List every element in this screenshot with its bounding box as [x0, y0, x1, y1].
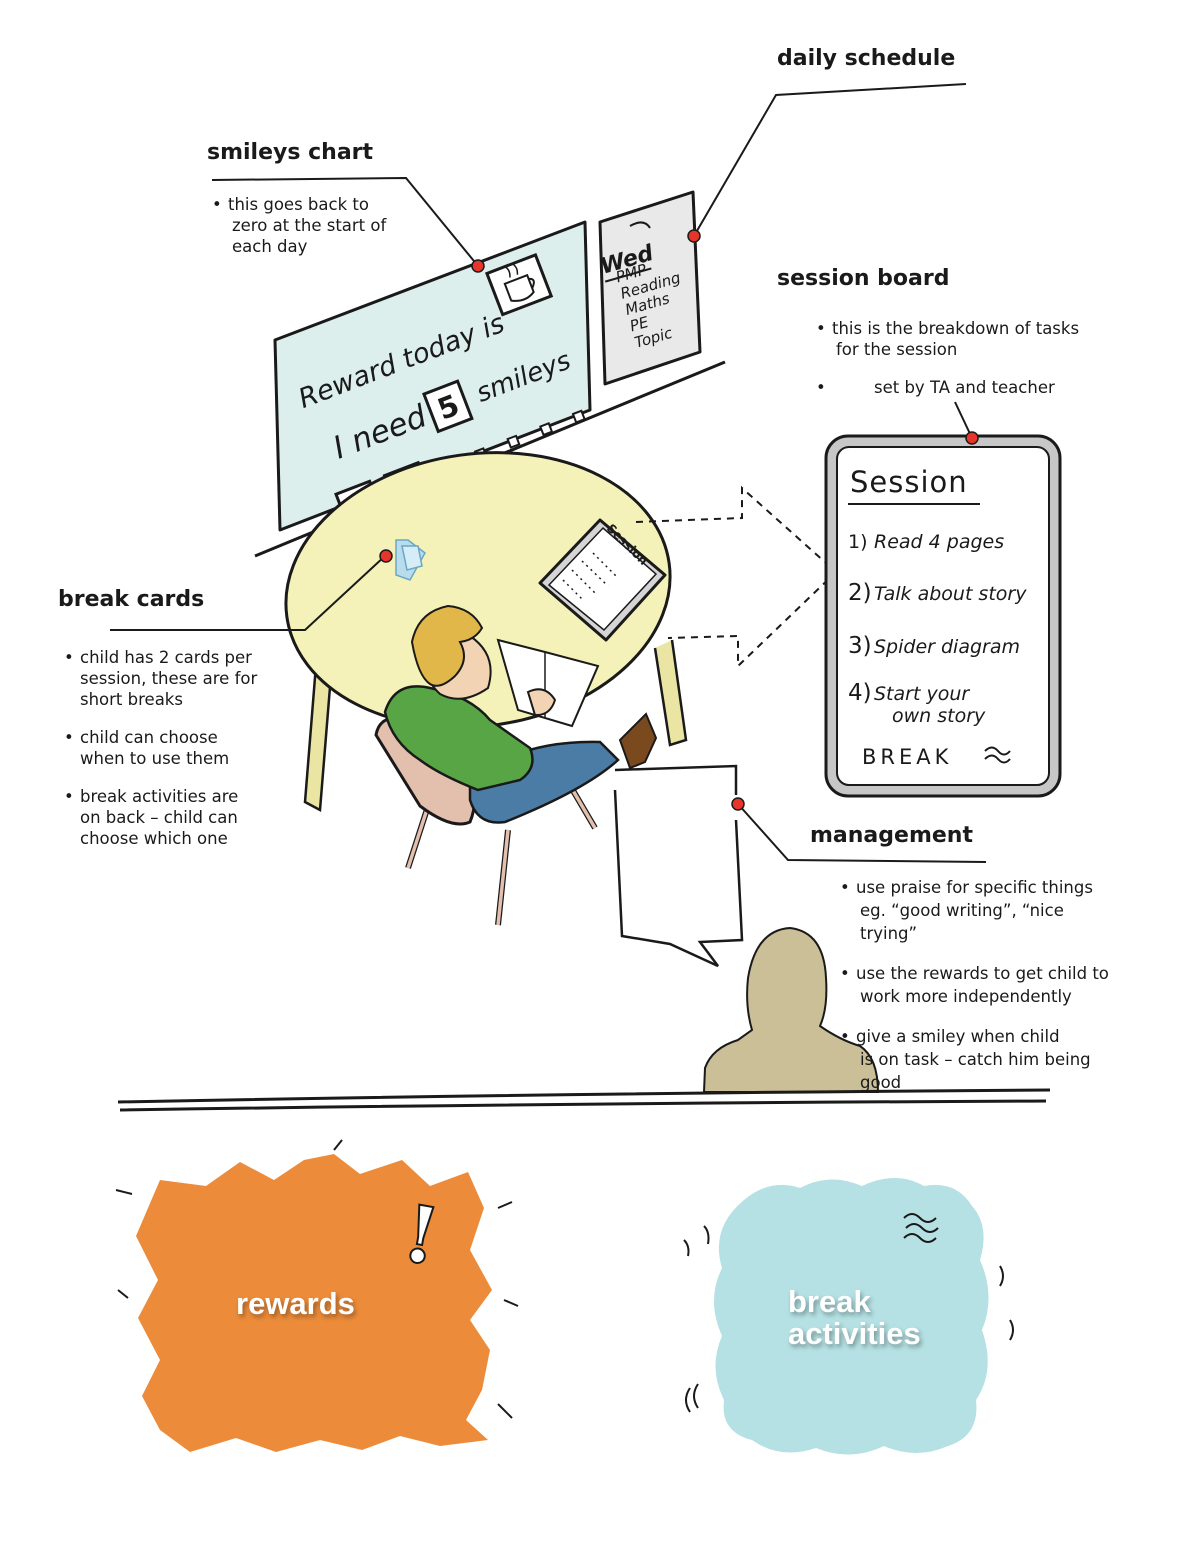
note-line: choose which one [80, 829, 228, 848]
smileys-chart-notes: this goes back to zero at the start of eac… [208, 194, 386, 274]
session-task-text: Read 4 pages [874, 531, 1004, 553]
target-box [422, 379, 474, 434]
session-task-text: Start your [874, 683, 970, 705]
session-task-number: 4) [848, 680, 872, 706]
management-notes: use praise for specific things eg. “good … [836, 876, 1109, 1111]
heading-management: management [810, 823, 973, 848]
note-line: on back – child can [80, 808, 238, 827]
note-line: this is the breakdown of tasks [832, 319, 1080, 338]
note-line: trying” [860, 924, 918, 943]
session-board-tablet: Session 1) Read 4 pages 2)Talk about story… [824, 434, 1062, 798]
note-line: is on task – catch him being [860, 1050, 1091, 1069]
pin-schedule [687, 229, 701, 243]
heading-daily-schedule: daily schedule [777, 46, 956, 71]
heading-session-board: session board [777, 266, 950, 291]
session-task-number: 2) [848, 580, 872, 606]
break-label-line: break [788, 1284, 871, 1319]
note-line: child has 2 cards per [80, 648, 252, 667]
session-break-label: BREAK [862, 745, 952, 769]
note-line: use the rewards to get child to [856, 964, 1109, 983]
session-task-list: 1) Read 4 pages 2)Talk about story 3)Spider… [848, 531, 1027, 727]
note-line: set by TA and teacher [874, 378, 1055, 397]
note-line: short breaks [80, 690, 183, 709]
session-task-text: own story [892, 705, 986, 727]
pin-session [965, 431, 979, 445]
note-line: break activities are [80, 787, 239, 806]
note-line: when to use them [80, 749, 230, 768]
heading-break-cards: break cards [58, 587, 205, 612]
rewards-blob: ! [115, 1139, 519, 1452]
break-activities-blob [683, 1178, 1014, 1455]
break-cards-notes: child has 2 cards per session, these are … [60, 647, 257, 866]
note-line: give a smiley when child [856, 1027, 1060, 1046]
note-line: for the session [836, 340, 958, 359]
break-cards-icon [395, 539, 426, 581]
break-cards-note: break activities are on back – child can c… [60, 786, 257, 849]
management-note: use the rewards to get child to work more… [836, 962, 1109, 1008]
note-line: eg. “good writing”, “nice [860, 901, 1064, 920]
speech-bubble [613, 764, 744, 968]
note-line: session, these are for [80, 669, 258, 688]
pin-markers [379, 229, 979, 811]
cup-icon [503, 263, 535, 302]
break-cards-note: child has 2 cards per session, these are … [60, 647, 257, 710]
note-line: this goes back to [228, 195, 369, 214]
note-line: good [860, 1073, 902, 1092]
note-line: zero at the start of [232, 216, 387, 235]
callout-leaders [110, 83, 987, 863]
management-note: give a smiley when child is on task – cat… [836, 1025, 1109, 1094]
pin-cards [379, 549, 393, 563]
break-label-line: activities [788, 1316, 921, 1351]
session-board-note: this is the breakdown of tasks for the se… [812, 318, 1079, 360]
note-line: each day [232, 237, 308, 256]
session-task-text: Talk about story [874, 583, 1027, 605]
pin-management [731, 797, 745, 811]
note-line: work more independently [860, 987, 1072, 1006]
wavy-lines-icon [984, 746, 1011, 764]
session-task-number: 3) [848, 633, 872, 659]
session-task-text: Spider diagram [874, 636, 1020, 658]
pin-smileys [471, 259, 485, 273]
break-cards-note: child can choose when to use them [60, 727, 257, 769]
smileys-chart-note: this goes back to zero at the start of eac… [208, 194, 386, 257]
management-note: use praise for specific things eg. “good … [836, 876, 1109, 945]
session-board-notes: this is the breakdown of tasks for the se… [812, 318, 1079, 415]
daily-schedule-board: Wed [598, 190, 702, 386]
note-line: child can choose [80, 728, 218, 747]
session-title: Session [850, 465, 968, 499]
rewards-label: rewards [236, 1286, 355, 1321]
session-task-number: 1) [848, 531, 868, 553]
child-reading [383, 604, 658, 824]
session-board-note: set by TA and teacher [812, 377, 1079, 398]
note-line: use praise for specific things [856, 878, 1093, 897]
heading-smileys-chart: smileys chart [207, 140, 374, 165]
